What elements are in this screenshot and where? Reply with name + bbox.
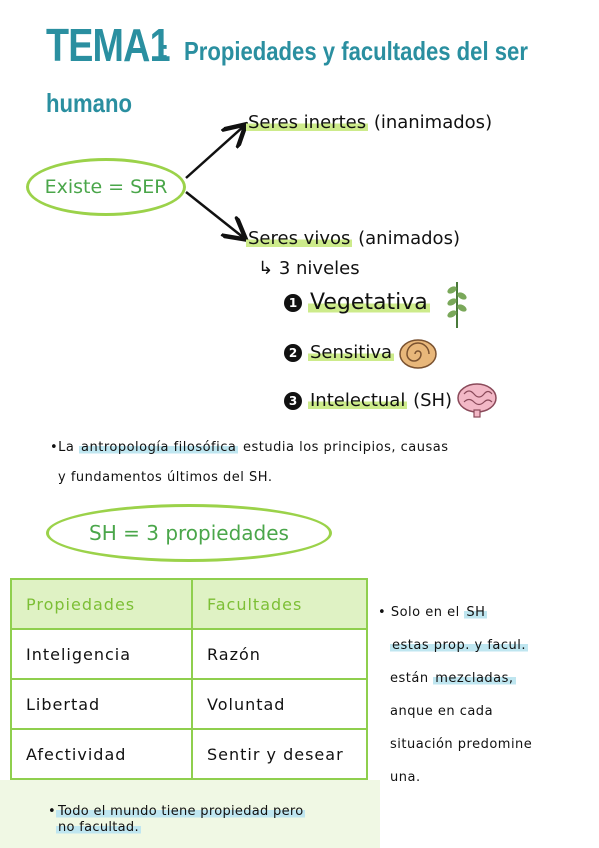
branch-inertes-paren: (inanimados) bbox=[373, 112, 493, 133]
paragraph-pre: La bbox=[58, 440, 75, 455]
arrow-up bbox=[185, 126, 244, 179]
level-item-2: 2 Sensitiva bbox=[284, 342, 395, 363]
level-item-1: 1 Vegetativa bbox=[284, 290, 430, 315]
branch-inertes: Seres inertes (inanimados) bbox=[246, 112, 492, 133]
levels-text: 3 niveles bbox=[278, 258, 360, 279]
table-header-cell: Propiedades bbox=[10, 578, 193, 630]
side-note-highlight: SH bbox=[464, 605, 488, 620]
bullet: • bbox=[50, 440, 59, 455]
level-extra: (SH) bbox=[413, 390, 453, 411]
paragraph-line2: y fundamentos últimos del SH. bbox=[58, 470, 273, 485]
side-note-line: situación predomine bbox=[390, 737, 533, 752]
arrow-down bbox=[185, 191, 244, 238]
table-row: Afectividad Sentir y desear bbox=[10, 728, 368, 780]
sh-oval: SH = 3 propiedades bbox=[46, 504, 332, 562]
branch-vivos: Seres vivos (animados) bbox=[246, 228, 460, 249]
root-oval: Existe = SER bbox=[26, 158, 186, 216]
table-cell: Voluntad bbox=[191, 678, 368, 730]
paragraph-highlight: antropología filosófica bbox=[79, 440, 239, 455]
level-item-3: 3 Intelectual (SH) bbox=[284, 390, 452, 411]
brain-icon bbox=[457, 383, 497, 418]
bottom-note-text: Todo el mundo tiene propiedad pero bbox=[55, 804, 306, 819]
level-label: Sensitiva bbox=[308, 342, 395, 363]
table-header-cell: Facultades bbox=[191, 578, 368, 630]
level-label: Intelectual bbox=[308, 390, 408, 411]
bottom-note: •Todo el mundo tiene propiedad pero no f… bbox=[48, 804, 306, 836]
plant-icon bbox=[447, 282, 467, 328]
side-note-line: una. bbox=[390, 770, 421, 785]
side-note-highlight: mezcladas, bbox=[433, 671, 516, 686]
bullet: • bbox=[48, 804, 56, 819]
sh-oval-label: SH = 3 propiedades bbox=[89, 521, 289, 545]
table-row: Libertad Voluntad bbox=[10, 678, 368, 730]
paragraph-line1: •La antropología filosófica estudia los … bbox=[50, 440, 448, 455]
title-colon: : bbox=[160, 34, 170, 65]
side-note-highlight: estas prop. y facul. bbox=[390, 638, 529, 653]
properties-table: Propiedades Facultades Inteligencia Razó… bbox=[10, 578, 368, 780]
side-note-line: anque en cada bbox=[390, 704, 494, 719]
side-note-line: • Solo en el SH bbox=[378, 596, 532, 629]
paragraph-post: estudia los principios, causas bbox=[243, 440, 449, 455]
table-cell: Sentir y desear bbox=[191, 728, 368, 780]
level-label: Vegetativa bbox=[308, 290, 430, 315]
bottom-note-line: no facultad. bbox=[48, 820, 305, 836]
level-number: 2 bbox=[284, 344, 302, 362]
title-tema: TEMA1 bbox=[46, 19, 171, 71]
side-note-text: están bbox=[390, 671, 429, 686]
branch-inertes-label: Seres inertes bbox=[246, 112, 369, 133]
table-header-row: Propiedades Facultades bbox=[10, 578, 368, 630]
side-note-text: Solo en el bbox=[390, 605, 460, 620]
side-note-line: están mezcladas, bbox=[378, 662, 532, 695]
title-subtitle: Propiedades y facultades del ser bbox=[184, 36, 528, 66]
branch-vivos-label: Seres vivos bbox=[246, 228, 353, 249]
side-note-line: estas prop. y facul. bbox=[378, 629, 532, 662]
branch-vivos-paren: (animados) bbox=[358, 228, 460, 249]
side-note: • Solo en el SH estas prop. y facul. est… bbox=[378, 596, 532, 794]
levels-arrow-icon: ↳ bbox=[258, 258, 274, 279]
diagram-arrows bbox=[185, 0, 599, 300]
table-cell: Inteligencia bbox=[10, 628, 193, 680]
table-row: Inteligencia Razón bbox=[10, 628, 368, 680]
levels-label: ↳ 3 niveles bbox=[258, 258, 360, 279]
table-cell: Libertad bbox=[10, 678, 193, 730]
table-cell: Razón bbox=[191, 628, 368, 680]
bottom-note-text: no facultad. bbox=[56, 820, 141, 835]
title-subtitle-line2: humano bbox=[46, 88, 132, 118]
bottom-note-line: •Todo el mundo tiene propiedad pero bbox=[48, 804, 306, 820]
root-label: Existe = SER bbox=[44, 176, 168, 198]
snail-shell-icon bbox=[399, 339, 437, 369]
bullet: • bbox=[378, 605, 387, 620]
level-number: 1 bbox=[284, 294, 302, 312]
level-number: 3 bbox=[284, 392, 302, 410]
table-cell: Afectividad bbox=[10, 728, 193, 780]
